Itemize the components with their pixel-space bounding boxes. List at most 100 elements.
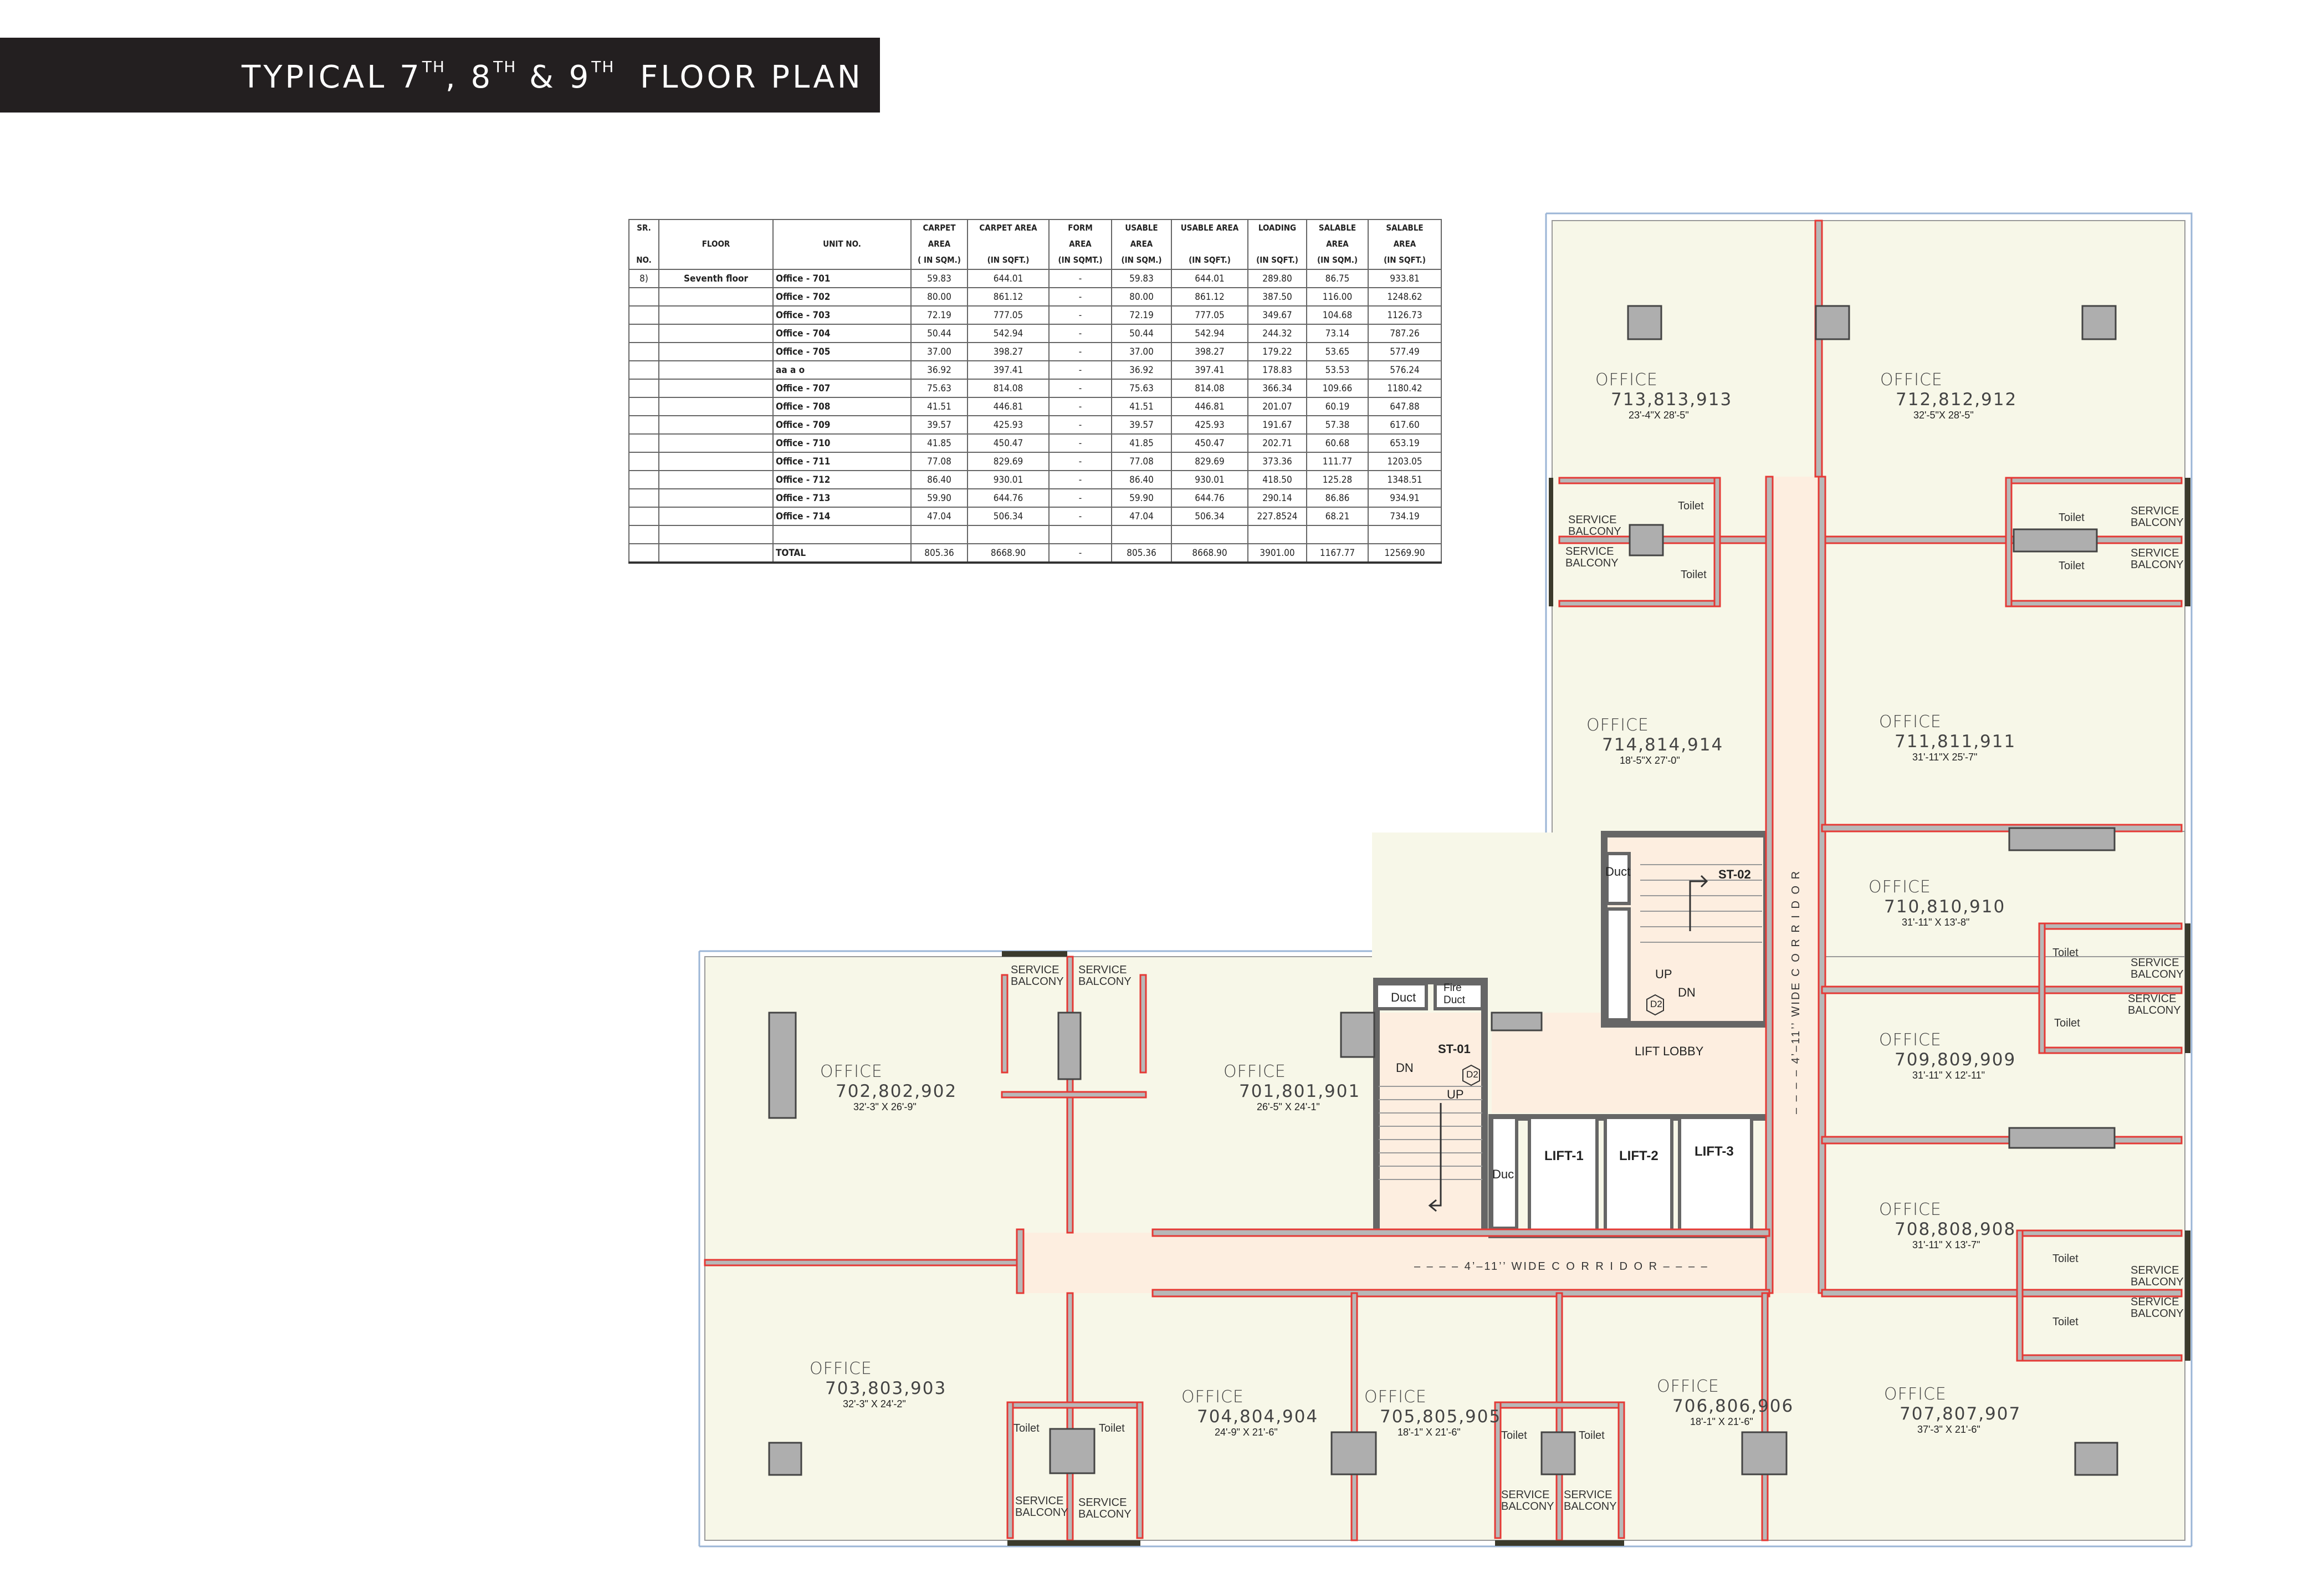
office-units: 703,803,903 <box>825 1378 947 1398</box>
office-units: 704,804,904 <box>1197 1407 1319 1427</box>
table-cell: - <box>1048 397 1112 416</box>
table-cell: 387.50 <box>1247 287 1307 307</box>
column-header-line: AREA <box>928 239 951 249</box>
service-balcony-line: BALCONY <box>1078 1508 1132 1520</box>
table-cell: 8) <box>628 269 659 288</box>
table-cell: - <box>1048 433 1112 453</box>
table-cell <box>910 525 968 544</box>
table-cell: 50.44 <box>910 324 968 343</box>
table-cell <box>658 287 774 307</box>
table-cell <box>658 379 774 398</box>
table-cell <box>628 415 659 435</box>
column-header-line: NO. <box>636 255 652 265</box>
table-cell: Office - 712 <box>772 470 912 489</box>
table-cell: 80.00 <box>910 287 968 307</box>
duct-label: Duct <box>1391 990 1416 1004</box>
table-cell: 805.36 <box>1111 543 1172 564</box>
table-cell: - <box>1048 269 1112 288</box>
table-cell <box>658 470 774 489</box>
table-cell: 39.57 <box>1111 415 1172 435</box>
table-cell: 644.01 <box>967 269 1050 288</box>
table-cell: 201.07 <box>1247 397 1307 416</box>
table-cell: - <box>1048 488 1112 508</box>
office-dims: 24'-9" X 21'-6" <box>1215 1427 1278 1438</box>
column-header-line: AREA <box>1393 239 1416 249</box>
table-cell: 398.27 <box>1171 342 1248 361</box>
table-cell <box>1171 525 1248 544</box>
table-cell: - <box>1048 287 1112 307</box>
balcony-railing <box>1002 478 2190 1546</box>
toilet-label: Toilet <box>2059 512 2085 524</box>
table-cell <box>628 525 659 544</box>
table-cell: 397.41 <box>1171 360 1248 380</box>
table-cell: 178.83 <box>1247 360 1307 380</box>
table-cell: 59.90 <box>1111 488 1172 508</box>
office-dims: 18'-1" X 21'-6" <box>1398 1427 1461 1438</box>
office-dims: 31'-11"X 25'-7" <box>1912 752 1978 763</box>
table-cell <box>658 452 774 471</box>
corridor-label-horizontal: – – – – 4’–11’’ WIDE C O R R I D O R – –… <box>1414 1260 1709 1273</box>
column-header-line: (IN SQMT.) <box>1058 255 1103 265</box>
table-cell: 191.67 <box>1247 415 1307 435</box>
duct-label: Duct <box>1605 865 1631 879</box>
office-units: 711,811,911 <box>1895 732 2016 752</box>
table-cell: 777.05 <box>1171 305 1248 325</box>
table-cell: Office - 709 <box>772 415 912 435</box>
table-cell: 41.51 <box>910 397 968 416</box>
service-balcony-line: SERVICE <box>1564 1489 1613 1501</box>
table-cell: 777.05 <box>967 305 1050 325</box>
stair-up-label: UP <box>1447 1087 1464 1101</box>
table-cell: 418.50 <box>1247 470 1307 489</box>
office-units: 701,801,901 <box>1239 1081 1361 1101</box>
table-cell <box>658 305 774 325</box>
column-header: SR.NO. <box>628 219 659 270</box>
table-cell: Office - 713 <box>772 488 912 508</box>
table-cell: - <box>1048 379 1112 398</box>
table-cell: 39.57 <box>910 415 968 435</box>
title-text: & 9 <box>516 59 592 95</box>
table-cell <box>772 525 912 544</box>
table-cell <box>628 470 659 489</box>
table-cell: 50.44 <box>1111 324 1172 343</box>
service-balcony-line: BALCONY <box>2131 968 2184 980</box>
table-cell: 446.81 <box>1171 397 1248 416</box>
table-cell: 289.80 <box>1247 269 1307 288</box>
d2-label: D2 <box>1650 999 1662 1009</box>
table-cell: 450.47 <box>967 433 1050 453</box>
table-cell: 1203.05 <box>1368 452 1442 471</box>
office-dims: 26'-5" X 24'-1" <box>1257 1101 1320 1112</box>
table-cell <box>1368 525 1442 544</box>
toilet-label: Toilet <box>1013 1422 1040 1434</box>
office-type: OFFICE <box>1879 712 1942 732</box>
table-row <box>628 525 1442 544</box>
table-cell: 59.83 <box>1111 269 1172 288</box>
toilet-label: Toilet <box>2052 947 2079 959</box>
table-cell: 3901.00 <box>1247 543 1307 564</box>
fire-duct-line: Duct <box>1443 994 1466 1006</box>
table-cell: 1126.73 <box>1368 305 1442 325</box>
toilet-label: Toilet <box>1681 569 1707 581</box>
lift-1-label: LIFT-1 <box>1544 1148 1584 1163</box>
column-header-line: CARPET <box>923 223 956 233</box>
office-units: 708,808,908 <box>1895 1219 2016 1239</box>
service-balcony-line: BALCONY <box>2128 1004 2181 1017</box>
table-cell: - <box>1048 470 1112 489</box>
office-units: 710,810,910 <box>1884 897 2006 917</box>
table-cell: 47.04 <box>910 507 968 526</box>
